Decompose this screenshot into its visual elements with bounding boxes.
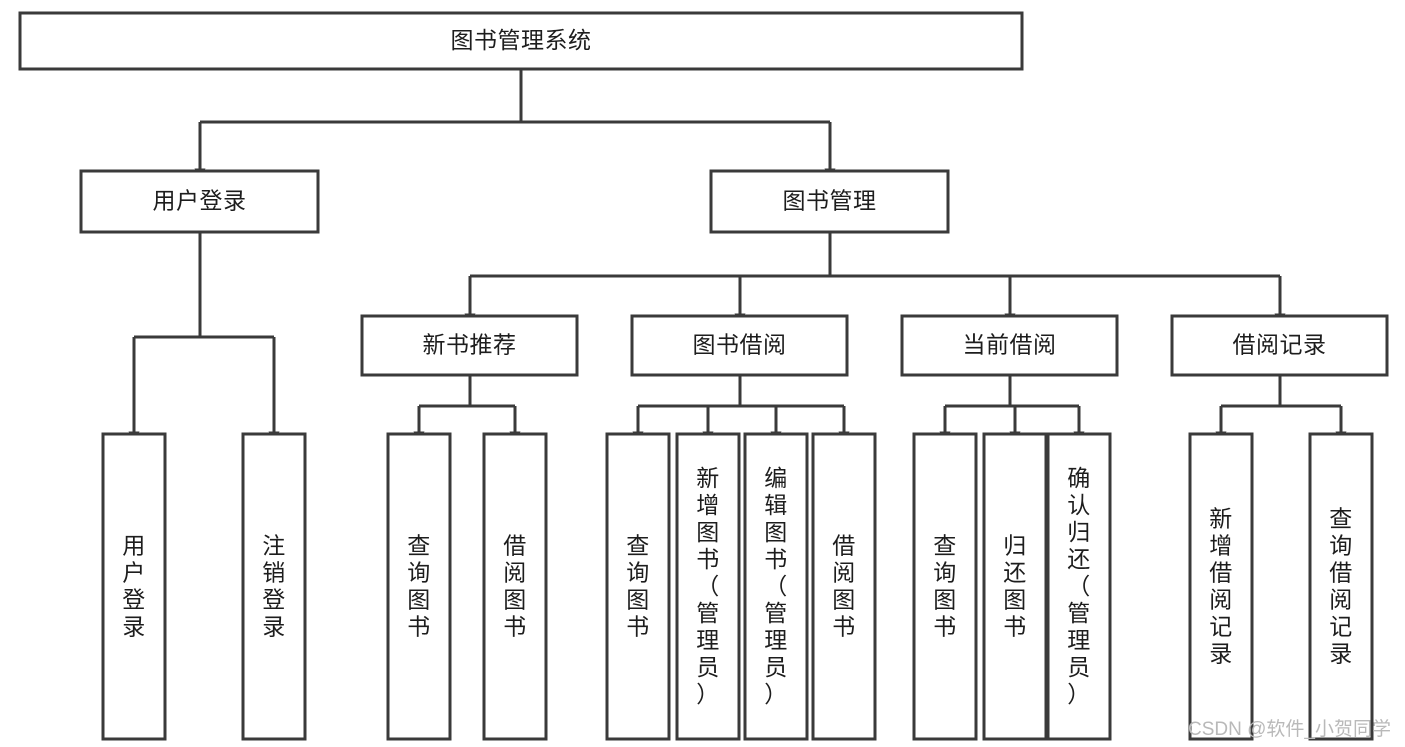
node-label-book-manage: 图书管理 bbox=[783, 188, 877, 214]
node-box-leaf-query-book-borrow bbox=[605, 432, 671, 741]
node-leaf-return-book[interactable]: 归还图书 bbox=[982, 432, 1048, 741]
node-box-user-login bbox=[79, 169, 320, 234]
node-box-book-borrow bbox=[630, 314, 849, 377]
node-label-leaf-return-book: 归还图书 bbox=[1003, 533, 1027, 640]
nodes-layer: 图书管理系统用户登录图书管理新书推荐图书借阅当前借阅借阅记录用户登录注销登录查询… bbox=[18, 11, 1389, 741]
node-label-root: 图书管理系统 bbox=[451, 27, 592, 53]
node-label-new-book-rec: 新书推荐 bbox=[423, 332, 517, 358]
edge-group-user-login bbox=[134, 232, 274, 433]
node-leaf-query-record[interactable]: 查询借阅记录 bbox=[1308, 432, 1374, 741]
edge-group-root bbox=[200, 69, 830, 170]
node-box-leaf-borrow-book bbox=[811, 432, 877, 741]
node-label-leaf-borrow-book-rec: 借阅图书 bbox=[503, 533, 527, 640]
node-box-leaf-query-book-rec bbox=[386, 432, 452, 741]
node-leaf-user-login[interactable]: 用户登录 bbox=[101, 432, 167, 741]
node-label-user-login: 用户登录 bbox=[153, 188, 247, 214]
node-leaf-add-record[interactable]: 新增借阅记录 bbox=[1188, 432, 1254, 741]
node-leaf-query-book-cur[interactable]: 查询图书 bbox=[912, 432, 978, 741]
node-box-current-borrow bbox=[900, 314, 1119, 377]
node-label-current-borrow: 当前借阅 bbox=[963, 332, 1057, 358]
node-box-leaf-confirm-return bbox=[1046, 432, 1112, 741]
node-box-root bbox=[18, 11, 1024, 71]
node-new-book-rec[interactable]: 新书推荐 bbox=[360, 314, 579, 377]
node-label-leaf-add-book: 新增图书（管理员） bbox=[696, 465, 720, 707]
node-box-book-manage bbox=[709, 169, 950, 234]
edges-layer bbox=[134, 69, 1341, 433]
node-leaf-borrow-book[interactable]: 借阅图书 bbox=[811, 432, 877, 741]
node-label-leaf-borrow-book: 借阅图书 bbox=[832, 533, 856, 640]
node-leaf-borrow-book-rec[interactable]: 借阅图书 bbox=[482, 432, 548, 741]
node-box-leaf-add-book bbox=[675, 432, 741, 741]
node-box-leaf-edit-book bbox=[743, 432, 809, 741]
node-label-leaf-edit-book: 编辑图书（管理员） bbox=[764, 465, 788, 707]
node-leaf-edit-book[interactable]: 编辑图书（管理员） bbox=[743, 432, 809, 741]
node-user-login[interactable]: 用户登录 bbox=[79, 169, 320, 234]
edge-group-book-manage bbox=[470, 232, 1280, 315]
node-label-book-borrow: 图书借阅 bbox=[693, 332, 787, 358]
node-box-new-book-rec bbox=[360, 314, 579, 377]
node-box-leaf-borrow-book-rec bbox=[482, 432, 548, 741]
node-leaf-query-book-borrow[interactable]: 查询图书 bbox=[605, 432, 671, 741]
edge-group-book-borrow bbox=[638, 375, 844, 433]
node-label-leaf-query-book-cur: 查询图书 bbox=[933, 533, 957, 640]
edge-group-borrow-record bbox=[1221, 375, 1341, 433]
node-label-leaf-user-login: 用户登录 bbox=[122, 533, 146, 640]
node-label-leaf-add-record: 新增借阅记录 bbox=[1209, 506, 1233, 667]
node-box-leaf-add-record bbox=[1188, 432, 1254, 741]
node-box-leaf-query-record bbox=[1308, 432, 1374, 741]
node-book-manage[interactable]: 图书管理 bbox=[709, 169, 950, 234]
node-box-borrow-record bbox=[1170, 314, 1389, 377]
node-label-leaf-query-book-rec: 查询图书 bbox=[407, 533, 431, 640]
node-label-leaf-confirm-return: 确认归还（管理员） bbox=[1067, 465, 1091, 707]
node-borrow-record[interactable]: 借阅记录 bbox=[1170, 314, 1389, 377]
node-label-leaf-logout: 注销登录 bbox=[262, 533, 286, 640]
node-book-borrow[interactable]: 图书借阅 bbox=[630, 314, 849, 377]
node-label-leaf-query-book-borrow: 查询图书 bbox=[626, 533, 650, 640]
node-leaf-logout[interactable]: 注销登录 bbox=[241, 432, 307, 741]
node-current-borrow[interactable]: 当前借阅 bbox=[900, 314, 1119, 377]
edge-group-current-borrow bbox=[945, 375, 1079, 433]
node-root[interactable]: 图书管理系统 bbox=[18, 11, 1024, 71]
edge-group-new-book-rec bbox=[419, 375, 515, 433]
node-leaf-confirm-return[interactable]: 确认归还（管理员） bbox=[1046, 432, 1112, 741]
node-label-borrow-record: 借阅记录 bbox=[1233, 332, 1327, 358]
node-label-leaf-query-record: 查询借阅记录 bbox=[1329, 506, 1353, 667]
node-leaf-add-book[interactable]: 新增图书（管理员） bbox=[675, 432, 741, 741]
node-box-leaf-return-book bbox=[982, 432, 1048, 741]
node-box-leaf-user-login bbox=[101, 432, 167, 741]
node-leaf-query-book-rec[interactable]: 查询图书 bbox=[386, 432, 452, 741]
node-box-leaf-logout bbox=[241, 432, 307, 741]
node-box-leaf-query-book-cur bbox=[912, 432, 978, 741]
